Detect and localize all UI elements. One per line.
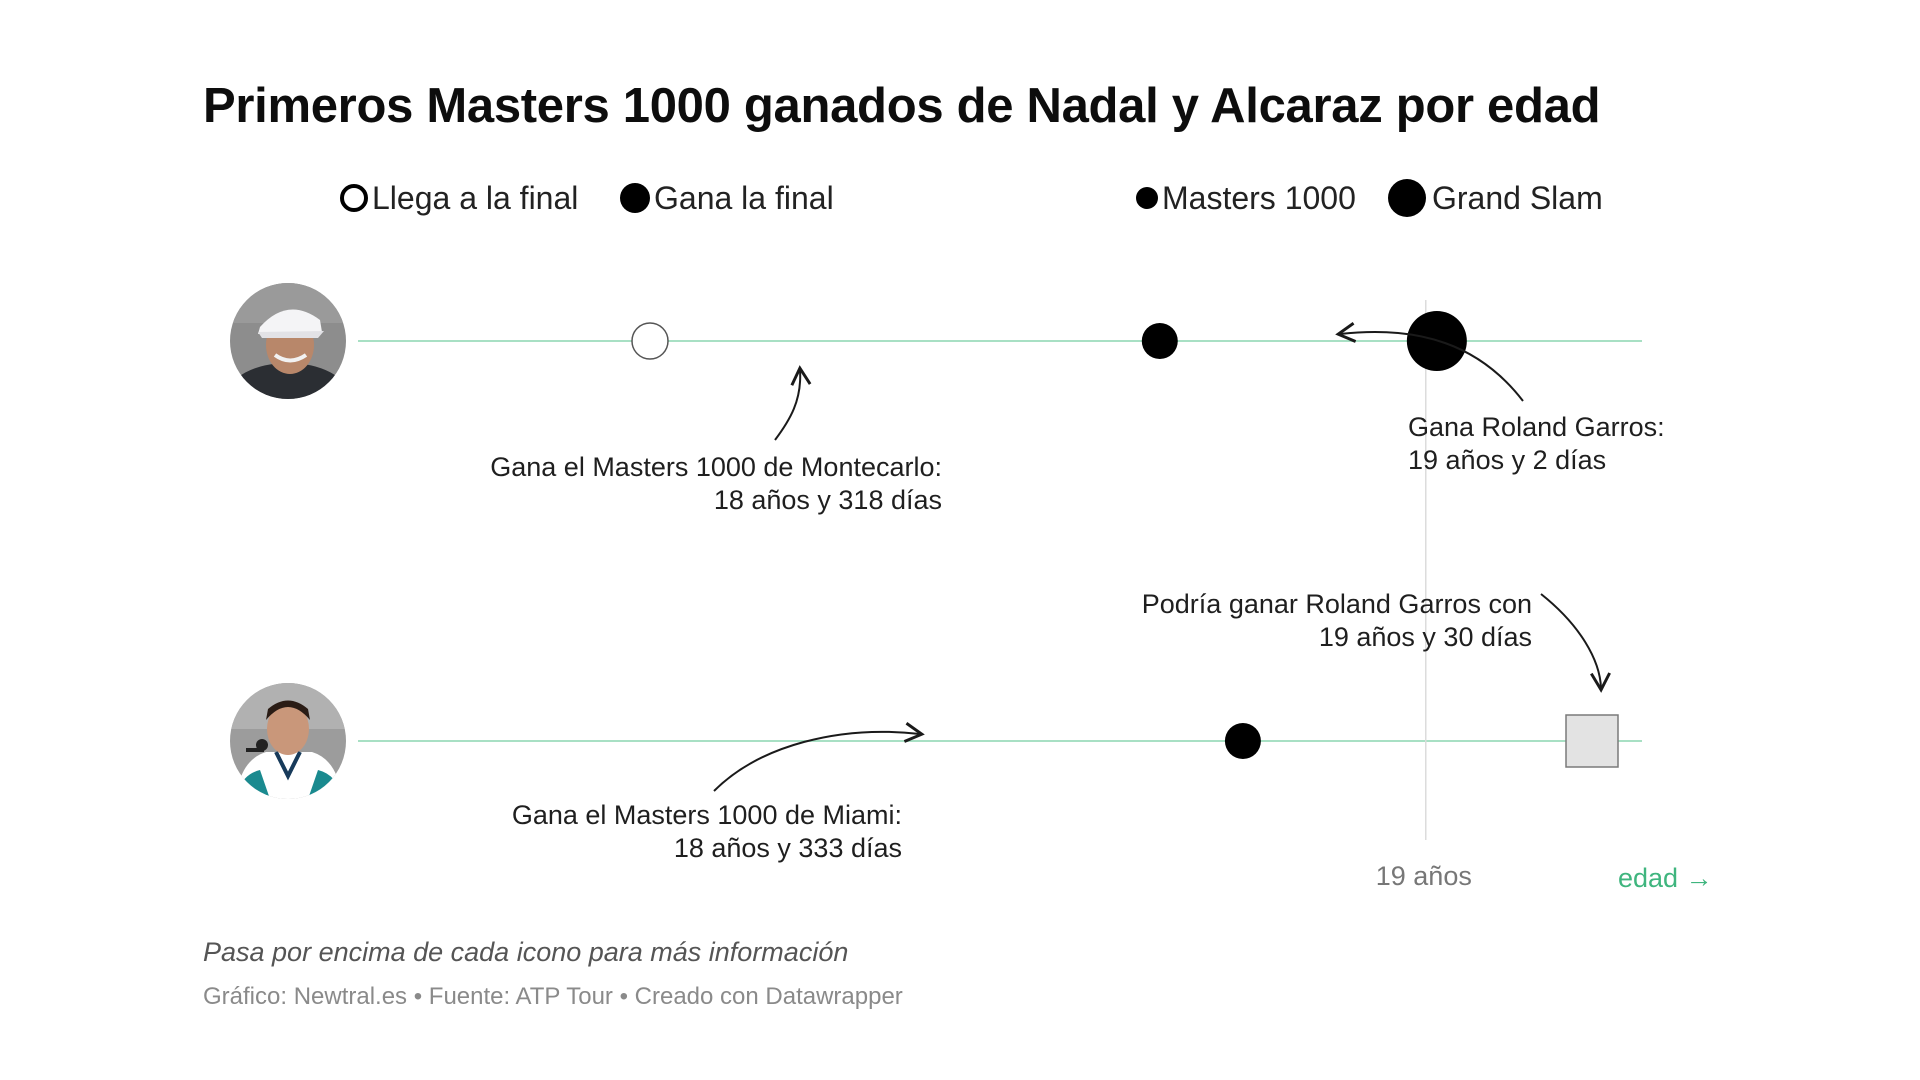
arrow-roland-garros-nadal: [1335, 322, 1524, 402]
legend-label: Masters 1000: [1162, 179, 1356, 216]
legend-label: Gana la final: [654, 179, 834, 216]
legend-item-grand-slam: Grand Slam: [1388, 178, 1603, 218]
annotation-line: 19 años y 30 días: [1318, 622, 1532, 652]
annotation-roland-garros-alcaraz: Podría ganar Roland Garros con 19 años y…: [1100, 588, 1532, 654]
arrow-miami: [713, 722, 925, 792]
legend-item-final: Llega a la final: [340, 178, 578, 218]
row-lines: [358, 340, 1642, 742]
point-alcaraz-win-masters-1000[interactable]: [1224, 723, 1261, 759]
chart-title: Primeros Masters 1000 ganados de Nadal y…: [203, 79, 1601, 133]
point-nadal-win-masters-1000[interactable]: [1141, 323, 1178, 359]
large-circle-icon: [1388, 179, 1426, 217]
annotation-miami: Gana el Masters 1000 de Miami: 18 años y…: [460, 799, 902, 865]
small-circle-icon: [1136, 187, 1158, 209]
annotation-line: Podría ganar Roland Garros con: [1141, 589, 1532, 619]
legend-label: Grand Slam: [1432, 179, 1603, 216]
x-axis-label: edad →: [1618, 863, 1713, 893]
x-tick-label: 19 años: [1375, 861, 1472, 891]
arrow-montecarlo: [774, 365, 812, 441]
alcaraz-avatar: [230, 683, 346, 799]
annotation-line: 19 años y 2 días: [1408, 445, 1607, 475]
footer-hint: Pasa por encima de cada icono para más i…: [203, 937, 849, 967]
annotation-roland-garros-nadal: Gana Roland Garros: 19 años y 2 días: [1408, 411, 1665, 477]
filled-circle-icon: [620, 183, 650, 213]
point-alcaraz-projection-grand-slam[interactable]: [1565, 714, 1619, 768]
legend-item-masters: Masters 1000: [1136, 178, 1356, 218]
nadal-avatar: [230, 283, 346, 399]
footer-credit: Gráfico: Newtral.es • Fuente: ATP Tour •…: [203, 983, 903, 1010]
annotation-line: 18 años y 318 días: [713, 485, 942, 515]
annotation-montecarlo: Gana el Masters 1000 de Montecarlo: 18 a…: [460, 451, 942, 517]
point-nadal-final-masters-1000[interactable]: [631, 322, 669, 360]
legend-item-win: Gana la final: [620, 178, 834, 218]
annotation-line: Gana el Masters 1000 de Miami:: [511, 800, 902, 830]
arrow-roland-garros-alcaraz: [1540, 593, 1611, 693]
hollow-circle-icon: [340, 184, 368, 212]
annotation-line: Gana Roland Garros:: [1408, 412, 1665, 442]
annotation-line: Gana el Masters 1000 de Montecarlo:: [490, 452, 942, 482]
annotation-line: 18 años y 333 días: [673, 833, 902, 863]
legend-label: Llega a la final: [372, 179, 579, 216]
chart-marks: [631, 311, 1619, 768]
